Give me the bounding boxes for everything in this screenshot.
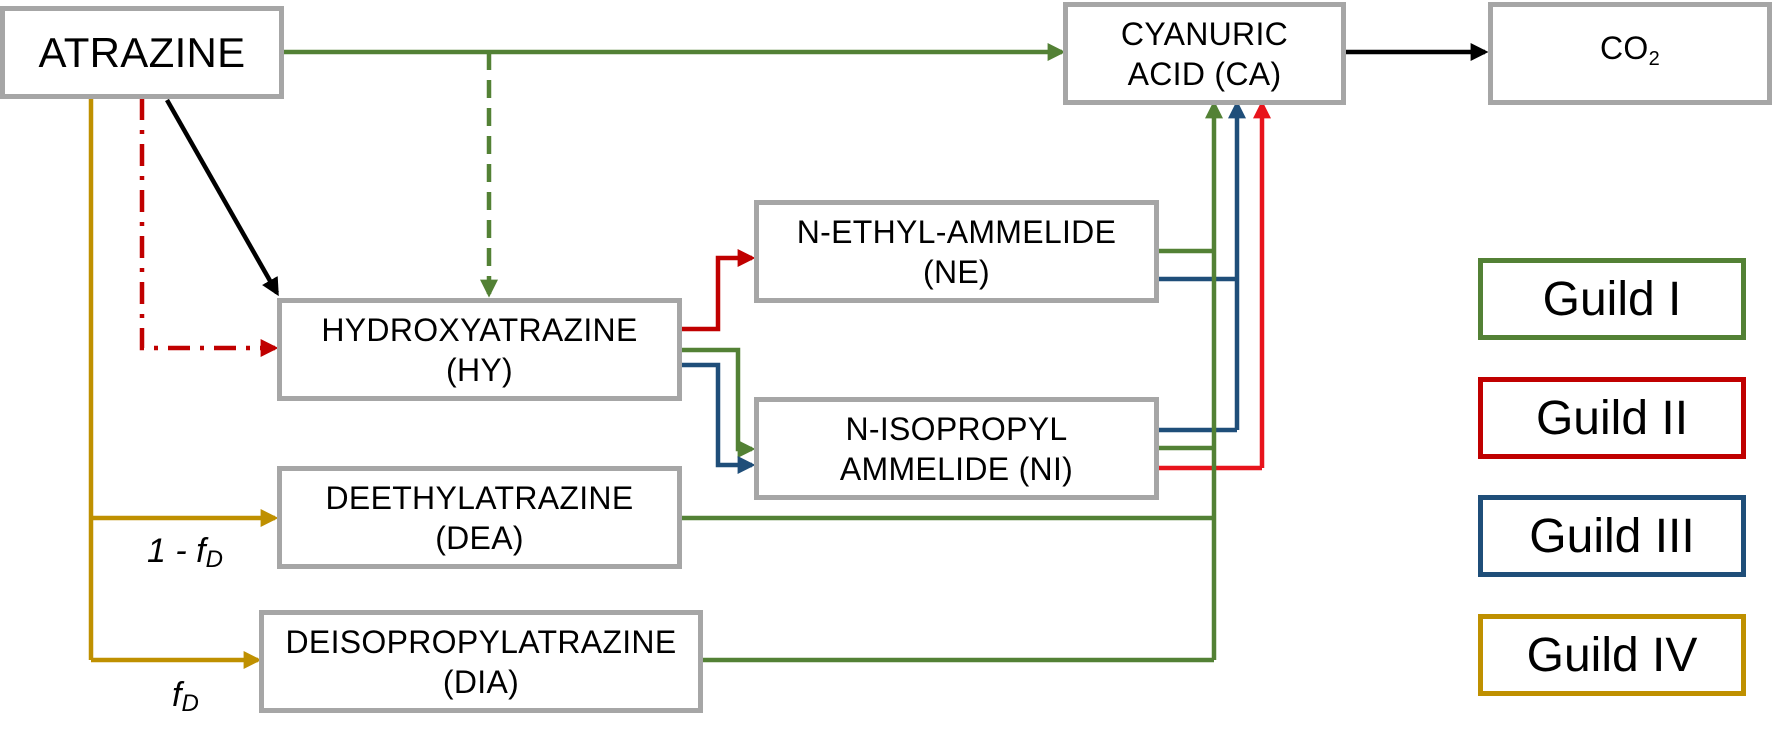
legend-guild-ii: Guild II	[1478, 377, 1746, 459]
arrow-hy-to-ni-blue	[682, 362, 756, 474]
node-deethylatrazine-line2: (DEA)	[435, 519, 524, 556]
node-cyanuric-acid-line1: CYANURIC	[1120, 15, 1289, 52]
node-deisopropylatrazine-line2: (DIA)	[442, 663, 520, 700]
legend-guild-i-label: Guild I	[1542, 272, 1682, 326]
node-n-ethyl-ammelide-line1: N-ETHYL-AMMELIDE	[796, 213, 1117, 250]
legend-guild-iv-label: Guild IV	[1526, 628, 1698, 682]
node-co2-label: CO2	[1599, 30, 1661, 70]
node-deisopropylatrazine-line1: DEISOPROPYLATRAZINE	[285, 623, 677, 660]
node-atrazine: ATRAZINE	[0, 6, 284, 99]
node-cyanuric-acid-line2: ACID (CA)	[1127, 55, 1282, 92]
node-cyanuric-acid: CYANURIC ACID (CA)	[1063, 2, 1346, 105]
legend-guild-iv: Guild IV	[1478, 614, 1746, 696]
node-co2: CO2	[1488, 2, 1772, 105]
legend-guild-ii-label: Guild II	[1535, 391, 1689, 445]
node-n-ethyl-ammelide-line2: (NE)	[923, 253, 990, 290]
node-n-isopropyl-ammelide: N-ISOPROPYL AMMELIDE (NI)	[754, 397, 1159, 500]
node-hydroxyatrazine-line2: (HY)	[446, 351, 513, 388]
legend-guild-iii: Guild III	[1478, 495, 1746, 577]
node-hydroxyatrazine: HYDROXYATRAZINE (HY)	[277, 298, 682, 401]
node-deisopropylatrazine: DEISOPROPYLATRAZINE (DIA)	[259, 610, 703, 713]
arrow-atrazine-to-hy-abiotic	[165, 98, 279, 297]
label-fd: fD	[172, 676, 199, 717]
arrow-atrazine-to-hy-dashdot	[139, 98, 279, 357]
node-hydroxyatrazine-line1: HYDROXYATRAZINE	[321, 311, 638, 348]
node-deethylatrazine-line1: DEETHYLATRAZINE	[325, 479, 634, 516]
arrow-hy-to-ni-green	[682, 347, 756, 458]
legend-guild-iii-label: Guild III	[1529, 509, 1695, 563]
label-one-minus-fd: 1 - fD	[147, 532, 223, 573]
arrow-hy-to-ne	[682, 249, 756, 332]
node-deethylatrazine: DEETHYLATRAZINE (DEA)	[277, 466, 682, 569]
node-atrazine-label: ATRAZINE	[38, 28, 246, 76]
legend-guild-i: Guild I	[1478, 258, 1746, 340]
node-n-isopropyl-ammelide-line1: N-ISOPROPYL	[845, 410, 1068, 447]
node-n-isopropyl-ammelide-line2: AMMELIDE (NI)	[839, 450, 1074, 487]
node-n-ethyl-ammelide: N-ETHYL-AMMELIDE (NE)	[754, 200, 1159, 303]
